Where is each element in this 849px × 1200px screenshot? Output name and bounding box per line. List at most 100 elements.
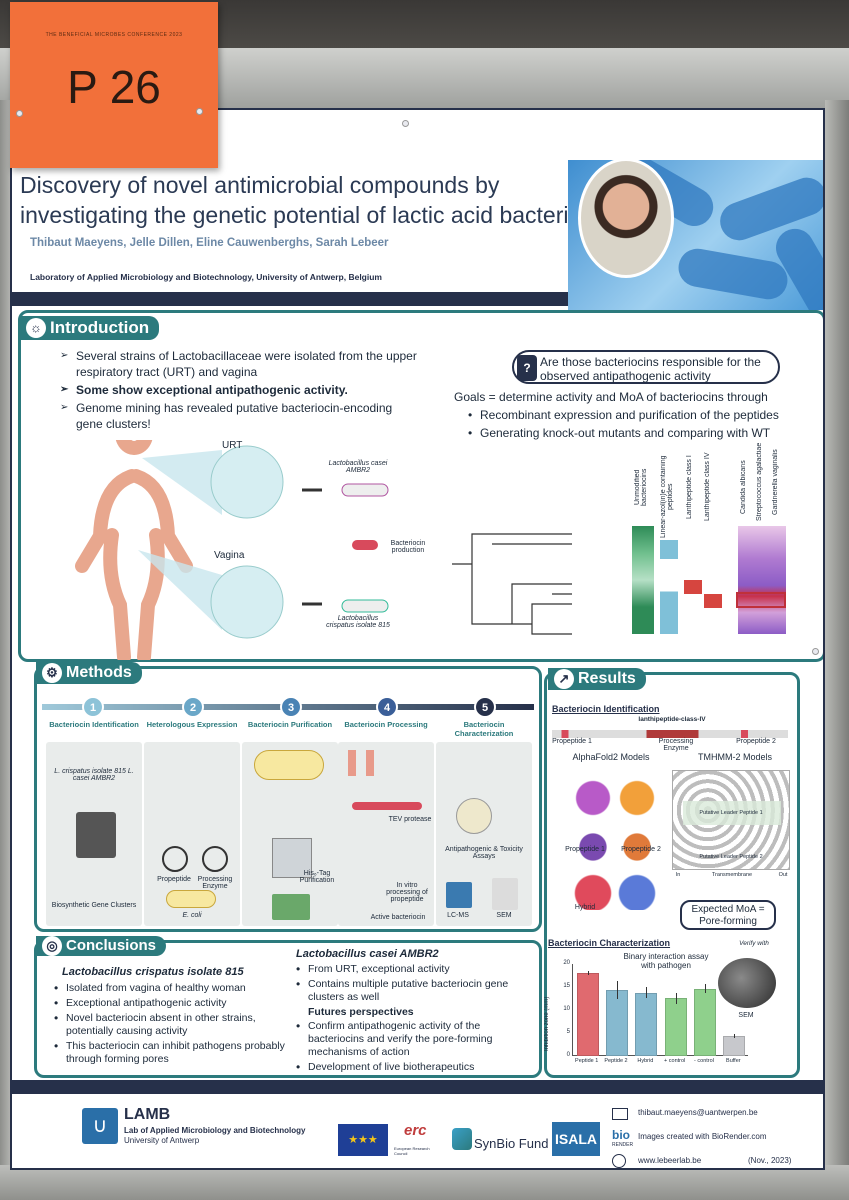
website-link[interactable]: www.lebeerlab.be — [638, 1156, 702, 1165]
strain1-label: Lactobacillus casei AMBR2 — [328, 460, 388, 474]
list-item: Generating knock-out mutants and compari… — [464, 425, 804, 441]
list-item: Isolated from vagina of healthy woman — [50, 982, 290, 995]
tm-label: Transmembrane — [711, 872, 753, 878]
synbio-icon — [452, 1128, 472, 1150]
future-title: Futures perspectives — [308, 1006, 414, 1018]
y-tick-label: 20 — [563, 960, 570, 966]
heatmap-pathogen-columns — [738, 526, 786, 634]
introduction-heading: ☼ Introduction — [20, 316, 160, 340]
gene-clusters-label: Biosynthetic Gene Clusters — [51, 902, 137, 909]
step-badge: 2 — [182, 696, 204, 718]
intro-bullets: Several strains of Lactobacillaceae were… — [60, 348, 420, 434]
conclusions-heading: ◎ Conclusions — [36, 936, 167, 956]
sem-caption: SEM — [738, 1012, 754, 1019]
list-item: Contains multiple putative bacteriocin g… — [292, 978, 532, 1004]
conference-name: THE BENEFICIAL MICROBES CONFERENCE 2023 — [45, 32, 183, 38]
gene-label: Propeptide 1 — [552, 738, 592, 745]
bar — [723, 1035, 746, 1056]
poster-number-note: THE BENEFICIAL MICROBES CONFERENCE 2023 … — [10, 2, 218, 168]
heatmap-column-label: Gardnerella vaginalis — [772, 449, 779, 515]
x-tick-label: Buffer — [726, 1058, 741, 1064]
petri-dish-icon — [456, 798, 492, 834]
error-bar — [734, 1033, 736, 1038]
heatmap-highlight — [736, 592, 786, 608]
peptide-icon — [352, 802, 422, 810]
heatmap-col-linear — [660, 540, 678, 634]
heatmap-column-label: Lanthipeptide class IV — [704, 452, 711, 522]
pushpin — [16, 110, 23, 117]
y-tick-label: 5 — [566, 1029, 570, 1035]
in-vitro-label: In vitro processing of propeptide — [386, 882, 428, 903]
sem-label: SEM — [496, 912, 512, 919]
enzyme-label: Processing Enzyme — [197, 876, 233, 890]
x-tick-label: Peptide 1 — [575, 1058, 599, 1064]
affiliation: Laboratory of Applied Microbiology and B… — [30, 272, 382, 282]
model-label: Hybrid — [574, 904, 596, 911]
model-label: Propeptide 2 — [621, 846, 661, 853]
eu-flag-logo: ★★★ — [338, 1124, 388, 1156]
research-question: ? Are those bacteriocins responsible for… — [512, 350, 780, 384]
biorender-logo-sub: RENDER — [612, 1142, 634, 1148]
heatmap-cell-lanthi4 — [704, 594, 722, 608]
x-tick-label: + control — [664, 1058, 686, 1064]
email-link[interactable]: thibaut.maeyens@uantwerpen.be — [638, 1108, 758, 1117]
step-badge: 3 — [280, 696, 302, 718]
y-tick-label: 0 — [566, 1052, 570, 1058]
list-item: Novel bacteriocin absent in other strain… — [50, 1012, 290, 1038]
heatmap-column-label: Candida albicans — [740, 460, 747, 514]
error-bar — [587, 971, 589, 976]
plasmid-icon — [202, 846, 228, 872]
plasmid-icon — [162, 846, 188, 872]
board-frame-bottom — [0, 1165, 849, 1200]
plot-area — [572, 964, 748, 1056]
university-name: University of Antwerp — [124, 1136, 200, 1145]
biorender-credit: Images created with BioRender.com — [638, 1132, 767, 1141]
alphafold-structures — [560, 770, 670, 910]
step-badge: 1 — [82, 696, 104, 718]
tm-label: In — [675, 872, 681, 878]
list-item: Exceptional antipathogenic activity — [50, 997, 290, 1010]
poster-date: (Nov., 2023) — [748, 1156, 792, 1165]
future-list: Confirm antipathogenic activity of the b… — [292, 1020, 532, 1076]
footer-divider — [12, 1080, 823, 1094]
ecoli-icon — [166, 890, 216, 908]
alphafold-title: AlphaFold2 Models — [572, 752, 650, 762]
vagina-label: Vagina — [214, 550, 245, 561]
list-item: Development of live biotherapeutics — [292, 1061, 532, 1074]
poster: Discovery of novel antimicrobial compoun… — [10, 108, 825, 1170]
bar — [664, 998, 687, 1056]
step-title: Bacteriocin Processing — [344, 720, 428, 729]
poster-number: P 26 — [67, 61, 161, 113]
step-title: Bacteriocin Purification — [247, 720, 333, 729]
isala-logo: ISALA — [552, 1122, 600, 1156]
characterization-title: Bacteriocin Characterization — [548, 938, 671, 948]
email-icon — [612, 1108, 628, 1120]
method-column-processing: TEV protease In vitro processing of prop… — [338, 742, 434, 926]
method-column-characterization: Antipathogenic & Toxicity Assays LC-MS S… — [436, 742, 532, 926]
erc-logo: erc — [404, 1122, 427, 1139]
strains-label: L. crispatus isolate 815 L. casei AMBR2 — [54, 768, 134, 782]
method-column-purification: His₆-Tag Purification — [242, 742, 338, 926]
list-item: Genome mining has revealed putative bact… — [60, 400, 420, 432]
chart-line-icon: ↗ — [554, 669, 574, 689]
sequencer-icon — [76, 812, 116, 858]
bar — [693, 988, 717, 1056]
pushpin — [812, 648, 819, 655]
step-title: Heterologous Expression — [146, 720, 238, 729]
y-tick-label: 10 — [563, 1006, 570, 1012]
verify-label: Verify with — [739, 940, 769, 947]
active-label: Active bacteriocin — [370, 914, 426, 921]
list-item: Several strains of Lactobacillaceae were… — [60, 348, 420, 380]
step-title: Bacteriocin Identification — [49, 720, 139, 729]
moa-box: Expected MoA = Pore-forming — [680, 900, 776, 930]
tm-label: Putative Leader Peptide 2 — [699, 854, 763, 860]
method-column-identification: L. crispatus isolate 815 L. casei AMBR2 … — [46, 742, 142, 926]
board-frame-right — [825, 100, 849, 1200]
tube-icon — [366, 750, 374, 776]
pushpin — [196, 108, 203, 115]
globe-icon — [612, 1154, 626, 1168]
bar — [635, 992, 658, 1056]
tmhmm-title: TMHMM-2 Models — [697, 752, 772, 762]
error-bar — [617, 981, 618, 1000]
poster-title: Discovery of novel antimicrobial compoun… — [20, 172, 582, 228]
